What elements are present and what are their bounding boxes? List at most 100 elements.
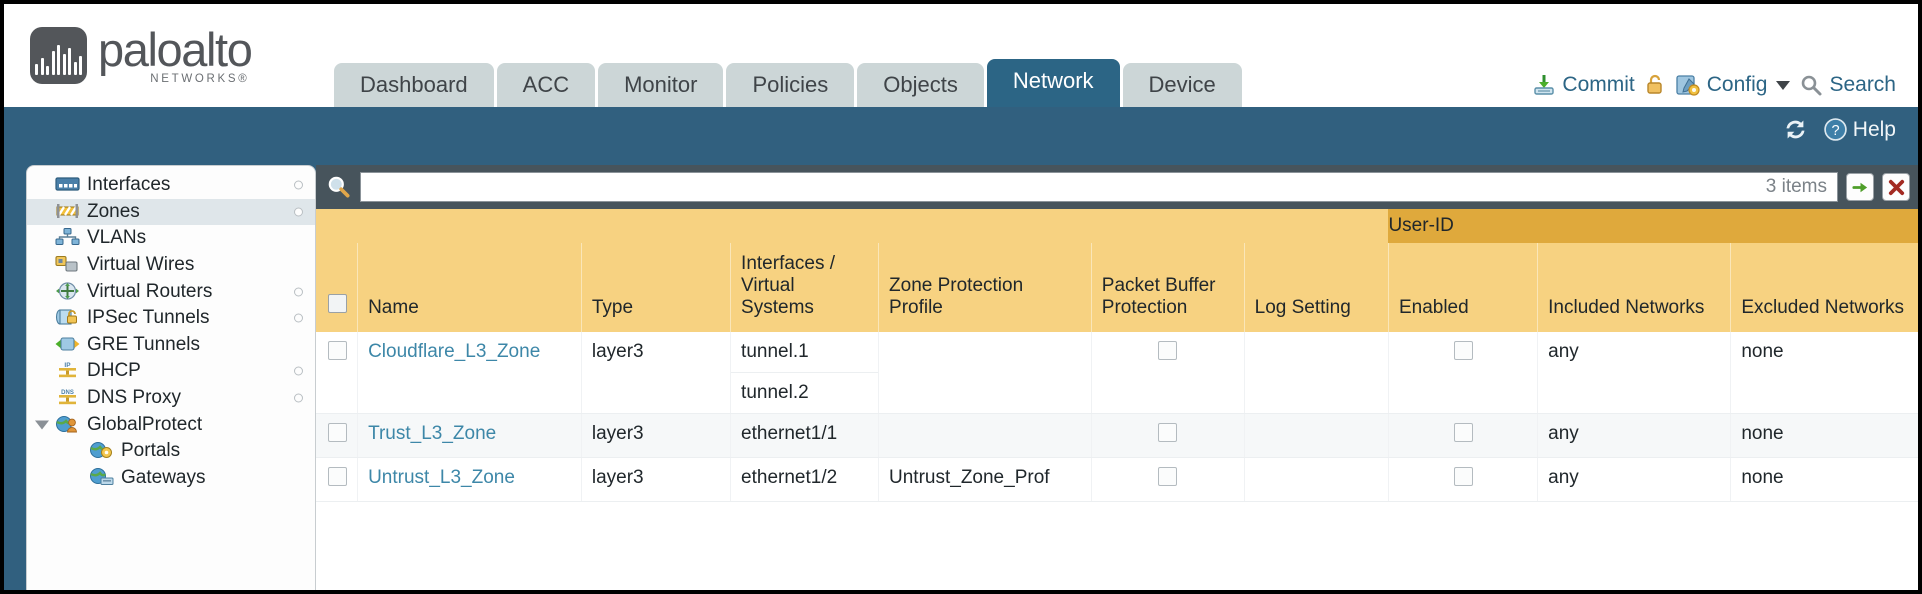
- cell-name[interactable]: Trust_L3_Zone: [357, 413, 582, 458]
- svg-text:IP: IP: [64, 362, 71, 369]
- cell-packet-buffer-protection[interactable]: [1090, 457, 1245, 502]
- zone-name-link[interactable]: Cloudflare_L3_Zone: [368, 341, 541, 362]
- chevron-down-icon[interactable]: [35, 420, 49, 430]
- col-header-included-networks[interactable]: Included Networks: [1537, 243, 1731, 332]
- row-checkbox[interactable]: [328, 341, 347, 360]
- userid-enabled-checkbox[interactable]: [1453, 423, 1473, 442]
- sidebar-item-gre-tunnels[interactable]: GRE Tunnels: [27, 332, 315, 359]
- col-header-interfaces[interactable]: Interfaces / Virtual Systems: [730, 243, 879, 332]
- userid-enabled-checkbox[interactable]: [1453, 341, 1473, 360]
- commit-button[interactable]: Commit: [1532, 73, 1635, 97]
- sidebar-item-label: Virtual Wires: [87, 254, 195, 276]
- sidebar-item-indicator[interactable]: [294, 313, 303, 323]
- help-icon: ?: [1824, 118, 1847, 141]
- cell-userid-enabled[interactable]: [1387, 413, 1538, 458]
- tab-network[interactable]: Network: [986, 58, 1120, 107]
- cell-log-setting: [1243, 332, 1389, 414]
- commit-icon: [1534, 75, 1555, 95]
- brand-name: paloalto: [98, 22, 253, 76]
- col-header-name[interactable]: Name: [357, 243, 582, 332]
- cell-excluded-networks: none: [1730, 413, 1918, 458]
- sidebar-item-ipsec-tunnels[interactable]: IPSec Tunnels: [27, 305, 315, 332]
- sidebar-item-gateways[interactable]: Gateways: [27, 465, 315, 492]
- col-header-enabled[interactable]: Enabled: [1387, 243, 1538, 332]
- cell-packet-buffer-protection[interactable]: [1090, 413, 1245, 458]
- group-header-userid: User-ID: [1388, 209, 1918, 243]
- red-x-icon: [1888, 179, 1904, 195]
- packet-buffer-protection-checkbox[interactable]: [1158, 423, 1178, 442]
- sidebar-item-zones[interactable]: Zones: [27, 198, 315, 226]
- sidebar-item-label: Virtual Routers: [87, 280, 213, 302]
- sidebar-item-dhcp[interactable]: IP DHCP: [27, 358, 315, 385]
- refresh-icon[interactable]: [1782, 116, 1809, 143]
- config-menu[interactable]: Config: [1675, 73, 1791, 97]
- chevron-down-icon: [1776, 80, 1791, 90]
- sidebar-item-interfaces[interactable]: Interfaces: [27, 172, 315, 199]
- packet-buffer-protection-checkbox[interactable]: [1158, 341, 1178, 360]
- apply-filter-button[interactable]: [1846, 173, 1874, 201]
- group-spacer: [316, 209, 1389, 243]
- sidebar-item-virtual-wires[interactable]: Virtual Wires: [27, 252, 315, 279]
- row-checkbox[interactable]: [328, 423, 347, 442]
- col-header-excluded-networks[interactable]: Excluded Networks: [1730, 243, 1918, 332]
- search-button[interactable]: Search: [1799, 73, 1896, 97]
- cell-userid-enabled[interactable]: [1387, 457, 1538, 502]
- row-checkbox[interactable]: [328, 467, 347, 486]
- clear-filter-button[interactable]: [1882, 173, 1910, 201]
- col-header-log-setting[interactable]: Log Setting: [1243, 243, 1389, 332]
- select-all-header[interactable]: [316, 243, 358, 332]
- sidebar-item-globalprotect[interactable]: GlobalProtect: [27, 411, 315, 438]
- sidebar-item-indicator[interactable]: [294, 393, 303, 403]
- tab-policies[interactable]: Policies: [726, 62, 855, 107]
- sidebar-item-portals[interactable]: Portals: [27, 438, 315, 465]
- select-all-checkbox[interactable]: [328, 294, 347, 313]
- cell-packet-buffer-protection[interactable]: [1090, 332, 1245, 414]
- top-actions-toolbar: Commit Config: [1532, 73, 1896, 97]
- zone-name-link[interactable]: Trust_L3_Zone: [368, 423, 497, 444]
- tab-acc[interactable]: ACC: [496, 62, 596, 107]
- table-group-header-row: User-ID: [316, 209, 1918, 243]
- sidebar-item-label: DHCP: [87, 360, 141, 382]
- userid-enabled-checkbox[interactable]: [1453, 467, 1473, 486]
- row-select-cell[interactable]: [316, 332, 358, 414]
- help-button[interactable]: ? Help: [1823, 117, 1896, 142]
- commit-label: Commit: [1562, 73, 1635, 96]
- lock-button[interactable]: [1644, 73, 1666, 97]
- col-header-packet-buffer-protection[interactable]: Packet Buffer Protection: [1090, 243, 1245, 332]
- cell-name[interactable]: Untrust_L3_Zone: [357, 457, 582, 502]
- zones-panel: 3 items: [316, 165, 1918, 590]
- sidebar-item-indicator[interactable]: [294, 180, 303, 190]
- tab-device[interactable]: Device: [1122, 62, 1242, 107]
- zone-name-link[interactable]: Untrust_L3_Zone: [368, 467, 515, 488]
- brand-logo: paloalto NETWORKS®: [30, 22, 253, 86]
- col-header-zone-protection-profile[interactable]: Zone Protection Profile: [878, 243, 1092, 332]
- tab-objects[interactable]: Objects: [857, 62, 984, 107]
- sidebar-item-indicator[interactable]: [294, 207, 303, 217]
- magnifier-icon[interactable]: [326, 174, 352, 200]
- cell-excluded-networks: none: [1730, 332, 1918, 414]
- row-select-cell[interactable]: [316, 457, 358, 502]
- sidebar-item-virtual-routers[interactable]: Virtual Routers: [27, 278, 315, 305]
- subbar-actions: ? Help: [1782, 116, 1896, 143]
- cell-included-networks: any: [1537, 332, 1731, 414]
- row-select-cell[interactable]: [316, 413, 358, 458]
- tab-monitor[interactable]: Monitor: [598, 62, 724, 107]
- interface-value: tunnel.1: [731, 332, 879, 373]
- cell-userid-enabled[interactable]: [1387, 332, 1538, 414]
- packet-buffer-protection-checkbox[interactable]: [1158, 467, 1178, 486]
- sidebar-item-indicator[interactable]: [294, 366, 303, 376]
- col-header-type[interactable]: Type: [580, 243, 731, 332]
- main-nav-tabs: Dashboard ACC Monitor Policies Objects N…: [334, 58, 1245, 107]
- interface-value: ethernet1/1: [741, 423, 838, 444]
- sidebar-item-vlans[interactable]: VLANs: [27, 225, 315, 252]
- search-input-wrapper[interactable]: 3 items: [360, 172, 1838, 202]
- tab-dashboard[interactable]: Dashboard: [334, 62, 494, 107]
- cell-name[interactable]: Cloudflare_L3_Zone: [357, 332, 582, 414]
- sidebar-item-indicator[interactable]: [294, 287, 303, 297]
